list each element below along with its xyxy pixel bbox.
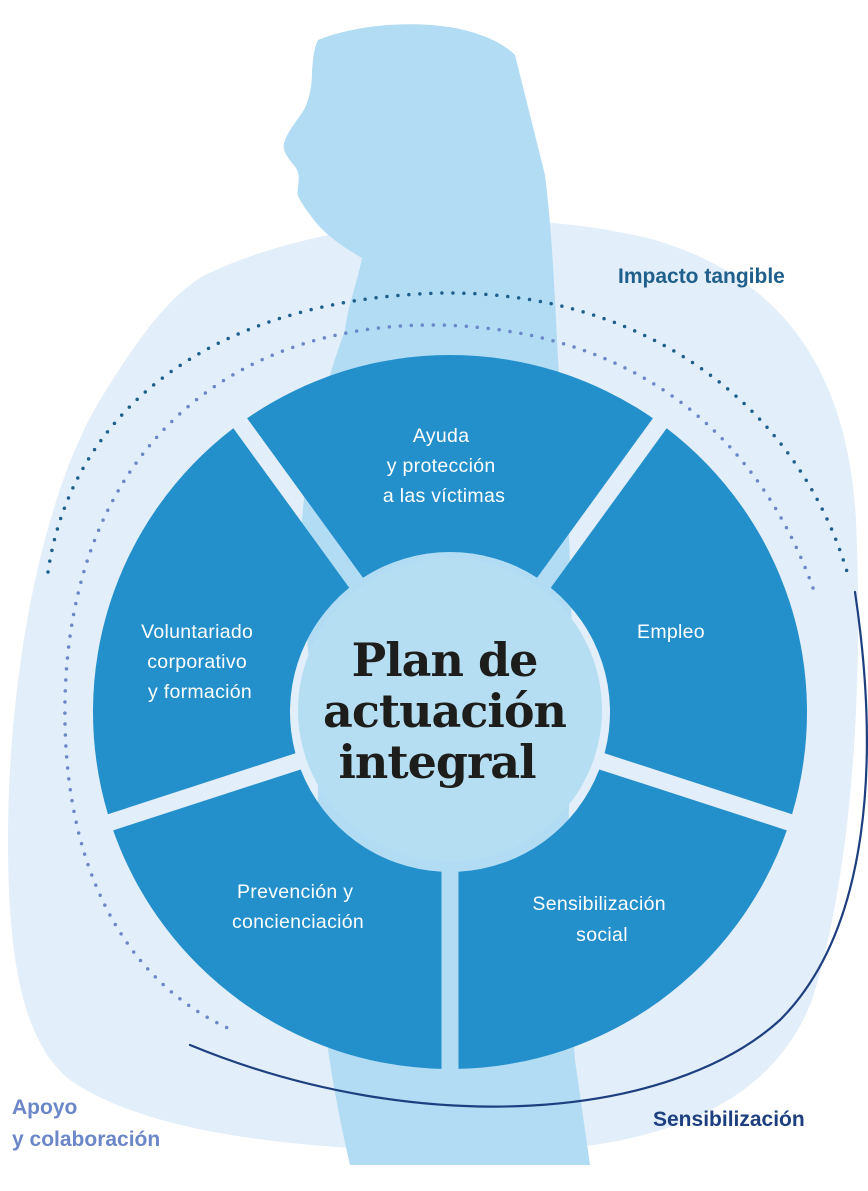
label-apoyo-colaboracion: Apoyo y colaboración <box>12 1096 160 1151</box>
center-title-line: Plan de <box>352 633 538 687</box>
segment-label-empleo: Empleo <box>637 621 705 643</box>
center-title-line: actuación <box>323 684 566 738</box>
segment-label-prevencion: Prevención y concienciación <box>232 881 364 933</box>
segment-sensibilizacion-social <box>458 769 787 1069</box>
center-circle <box>298 558 602 862</box>
segment-label-ayuda: Ayuda y protección a las víctimas <box>383 425 505 507</box>
segment-empleo <box>550 428 807 815</box>
segment-ayuda <box>247 354 653 578</box>
wheel-segments <box>93 354 807 1069</box>
segment-label-sensibilizacion-social: Sensibilización social <box>532 893 671 946</box>
segment-voluntariado <box>93 428 350 815</box>
segment-prevencion <box>113 769 442 1069</box>
apoyo-dotted-arc <box>63 323 815 1032</box>
sensibilizacion-arc <box>188 590 868 1108</box>
segment-label-voluntariado: Voluntariado corporativo y formación <box>141 621 259 703</box>
center-title-line: integral <box>338 735 536 789</box>
center-title: Plan de actuación integral <box>323 633 581 789</box>
label-sensibilizacion: Sensibilización <box>653 1108 805 1131</box>
label-impacto-tangible: Impacto tangible <box>618 265 785 288</box>
